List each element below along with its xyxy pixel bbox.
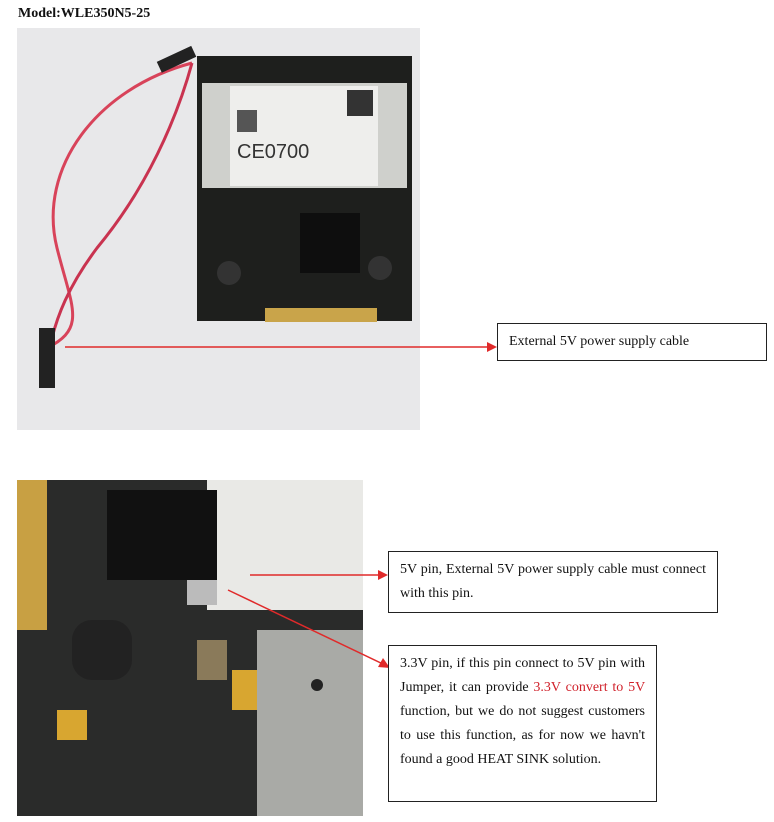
5v-pin-callout: 5V pin, External 5V power supply cable m… [388, 551, 718, 613]
svg-text:CE0700: CE0700 [237, 141, 309, 163]
document-title: Model:WLE350N5-25 [18, 6, 151, 21]
cable-callout: External 5V power supply cable [497, 323, 767, 361]
callout-text: 3.3V pin, if this pin connect to 5V pin … [400, 656, 645, 695]
callout-text: function, but we do not suggest customer… [400, 704, 645, 767]
3v3-pin-callout: 3.3V pin, if this pin connect to 5V pin … [388, 645, 657, 802]
pcb-closeup-photo [17, 480, 363, 816]
module-with-cable-photo: CE0700 [17, 28, 420, 430]
highlight-text: 3.3V convert to 5V [533, 680, 645, 695]
